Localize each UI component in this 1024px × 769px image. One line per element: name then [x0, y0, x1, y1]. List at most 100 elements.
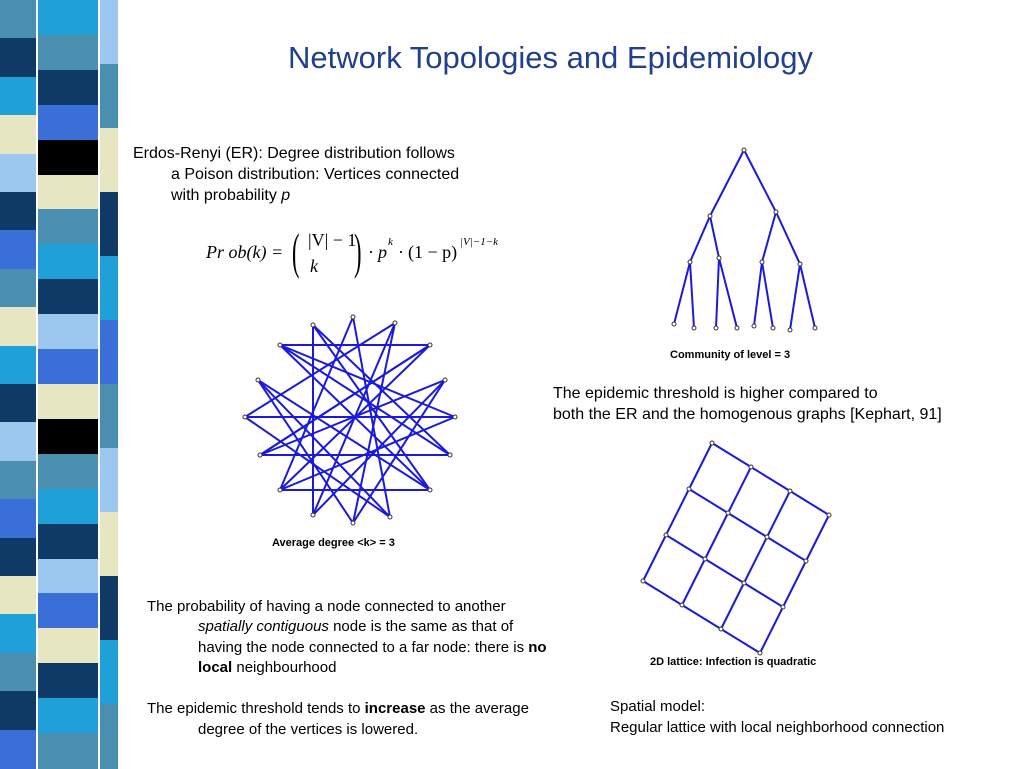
random-graph-diagram: [242, 314, 458, 526]
spatial-model-line2: Regular lattice with local neighborhood …: [610, 719, 945, 736]
formula-exponent: |V|−1−k: [460, 236, 498, 248]
community-tree-diagram: [671, 147, 818, 333]
graph-node: [770, 325, 776, 331]
stripe-block: [100, 128, 118, 193]
graph-edge: [689, 261, 695, 329]
stripe-block: [38, 209, 98, 246]
stripe-block: [38, 34, 98, 71]
graph-node: [277, 487, 283, 493]
stripe-block: [0, 729, 36, 769]
formula-p: p: [378, 242, 387, 262]
graph-node: [707, 213, 713, 219]
graph-edge: [727, 512, 768, 538]
formula-factor: (1 − p): [408, 242, 458, 262]
stripe-block: [38, 104, 98, 141]
stripe-block: [100, 320, 118, 385]
tree-caption: Community of level = 3: [670, 349, 791, 361]
stripe-block: [38, 663, 98, 700]
stripe-block: [0, 268, 36, 309]
stripe-block: [38, 69, 98, 106]
graph-node: [773, 209, 779, 215]
graph-node: [687, 259, 693, 265]
graph-edge: [709, 149, 745, 217]
graph-edge: [711, 442, 752, 468]
graph-node: [242, 414, 248, 420]
graph-node: [741, 580, 747, 586]
stripe-block: [0, 307, 36, 347]
stripe-block: [38, 558, 98, 595]
stripe-block: [100, 512, 118, 577]
graph-edge: [642, 580, 683, 606]
graph-edge: [312, 324, 431, 491]
stripe-block: [100, 448, 118, 513]
graph-node: [691, 325, 697, 331]
graph-node: [757, 650, 763, 656]
formula-lhs: Pr ob(k) =: [206, 242, 284, 262]
stripe-block: [0, 115, 36, 155]
graph-edge: [718, 257, 738, 329]
threshold-text-line2: degree of the vertices is lowered.: [198, 721, 419, 738]
formula-paren-right: ): [354, 223, 362, 279]
spatial-text-line1: The probability of having a node connect…: [147, 598, 506, 615]
stripe-block: [38, 698, 98, 735]
random-graph-caption: Average degree <k> = 3: [272, 537, 395, 549]
graph-node: [255, 377, 261, 383]
graph-node: [725, 510, 731, 516]
graph-node: [734, 325, 740, 331]
stripe-block: [0, 384, 36, 424]
stripe-block: [38, 628, 98, 665]
graph-edge: [312, 324, 451, 456]
tree-text-line1: The epidemic threshold is higher compare…: [553, 385, 878, 402]
er-description-line2: a Poison distribution: Vertices connecte…: [171, 166, 460, 183]
graph-node: [663, 532, 669, 538]
formula-dot1: ·: [368, 242, 374, 262]
stripe-block: [38, 244, 98, 281]
stripe-block: [100, 192, 118, 257]
stripe-block: [38, 0, 98, 36]
graph-edge: [688, 442, 713, 490]
graph-edge: [279, 416, 456, 491]
stripe-block: [0, 345, 36, 385]
graph-edge: [704, 512, 729, 560]
graph-edge: [681, 558, 706, 606]
graph-node: [780, 604, 786, 610]
stripe-block: [38, 174, 98, 211]
stripe-block: [38, 593, 98, 630]
graph-edge: [753, 261, 763, 327]
stripe-block: [0, 230, 36, 270]
graph-node: [452, 414, 458, 420]
graph-node: [671, 321, 677, 327]
graph-edge: [689, 215, 711, 263]
stripe-block: [0, 576, 36, 616]
stripe-block: [38, 418, 98, 455]
formula-dot2: ·: [398, 242, 404, 262]
graph-edge: [766, 536, 807, 562]
stripe-block: [0, 192, 36, 232]
graph-node: [277, 342, 283, 348]
graph-node: [709, 440, 715, 446]
stripe-block: [0, 153, 36, 193]
stripe-column: [100, 0, 118, 769]
graph-edge: [743, 149, 777, 213]
graph-edge: [642, 534, 667, 582]
graph-node: [640, 578, 646, 584]
tree-text-line2: both the ER and the homogenous graphs [K…: [553, 406, 942, 423]
graph-edge: [750, 466, 791, 492]
graph-edge: [673, 261, 691, 325]
graph-node: [427, 487, 433, 493]
graph-edge: [782, 560, 807, 608]
graph-edge: [789, 490, 830, 516]
graph-node: [797, 261, 803, 267]
stripe-block: [0, 0, 36, 40]
stripe-block: [38, 384, 98, 420]
graph-node: [679, 602, 685, 608]
stripe-block: [100, 576, 118, 641]
graph-edge: [688, 488, 729, 514]
graph-edge: [743, 582, 784, 608]
graph-edge: [681, 604, 722, 630]
stripe-block: [38, 279, 98, 316]
graph-node: [759, 259, 765, 265]
stripe-block: [0, 422, 36, 462]
graph-node: [350, 314, 356, 320]
graph-edge: [279, 344, 456, 418]
